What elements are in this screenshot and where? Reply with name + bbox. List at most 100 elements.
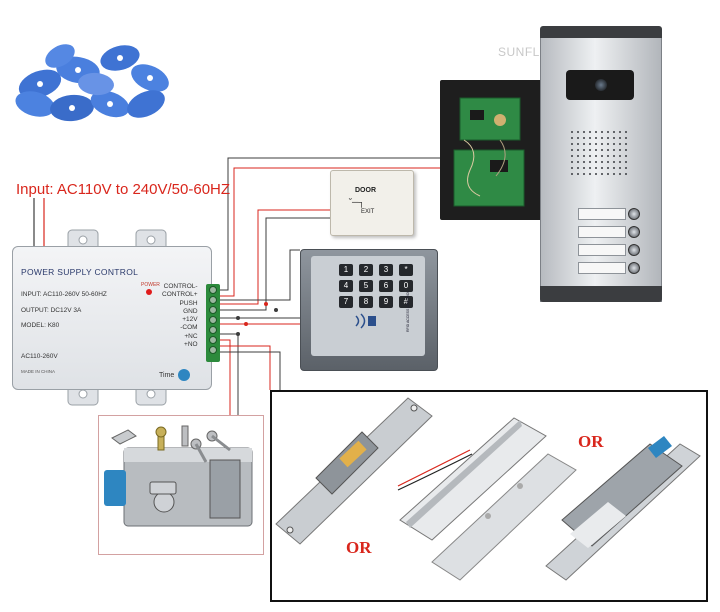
psu-model: MODEL: K80 <box>21 322 60 329</box>
or-label: OR <box>578 432 604 451</box>
key-button[interactable]: # <box>399 296 413 308</box>
key-button[interactable]: * <box>399 264 413 276</box>
speaker-dot <box>625 161 627 163</box>
speaker-dot <box>583 161 585 163</box>
call-button[interactable] <box>628 208 640 220</box>
key-button[interactable]: 7 <box>339 296 353 308</box>
rfid-wave-icon <box>355 313 376 329</box>
speaker-dot <box>613 149 615 151</box>
terminal-label: +NO <box>184 341 198 349</box>
speaker-dot <box>595 131 597 133</box>
name-tag <box>578 262 626 274</box>
exit-button-line2: EXIT <box>361 209 375 215</box>
speaker-dot <box>613 143 615 145</box>
speaker-dot <box>619 155 621 157</box>
speaker-dot <box>577 155 579 157</box>
key-button[interactable]: 4 <box>339 280 353 292</box>
speaker-dot <box>595 161 597 163</box>
key-button[interactable]: 2 <box>359 264 373 276</box>
call-button[interactable] <box>628 262 640 274</box>
terminal-screw <box>209 306 217 314</box>
speaker-grille <box>571 131 631 181</box>
keypad-face: 1 2 3 4 5 6 7 8 9 * 0 # <box>311 256 425 356</box>
speaker-dot <box>577 173 579 175</box>
knob-icon[interactable] <box>178 369 191 381</box>
psu-title: POWER SUPPLY CONTROL <box>21 267 139 277</box>
psu-output-spec: OUTPUT: DC12V 3A <box>21 307 82 314</box>
speaker-dot <box>589 161 591 163</box>
speaker-dot <box>571 173 573 175</box>
speaker-dot <box>601 155 603 157</box>
speaker-dot <box>577 137 579 139</box>
speaker-dot <box>601 137 603 139</box>
psu-made-in: MADE IN CHINA <box>21 369 56 374</box>
psu-time-label: Time <box>159 369 191 381</box>
psu-time-text: Time <box>159 371 175 379</box>
name-tag <box>578 244 626 256</box>
key-button[interactable]: 1 <box>339 264 353 276</box>
speaker-dot <box>613 173 615 175</box>
lock-options-illustration <box>275 397 701 581</box>
terminal-label: CONTROL- <box>163 283 198 290</box>
psu-power-label: POWER <box>141 282 160 288</box>
speaker-dot <box>577 149 579 151</box>
speaker-dot <box>595 143 597 145</box>
speaker-dot <box>607 161 609 163</box>
name-tag <box>578 208 626 220</box>
rfid-tags <box>6 30 186 140</box>
speaker-dot <box>571 149 573 151</box>
key-button[interactable]: 5 <box>359 280 373 292</box>
speaker-dot <box>577 131 579 133</box>
speaker-dot <box>601 161 603 163</box>
speaker-dot <box>589 149 591 151</box>
speaker-dot <box>571 131 573 133</box>
speaker-dot <box>613 137 615 139</box>
key-button[interactable]: 9 <box>379 296 393 308</box>
panel-bottom-cap <box>540 286 662 302</box>
door-exit-button[interactable]: DOOR ˘─┐ EXIT <box>330 170 414 236</box>
speaker-dot <box>607 137 609 139</box>
key-button[interactable]: 0 <box>399 280 413 292</box>
speaker-dot <box>577 167 579 169</box>
panel-top-cap <box>540 26 662 38</box>
key-button[interactable]: 8 <box>359 296 373 308</box>
speaker-dot <box>601 173 603 175</box>
terminal-label: CONTROL+ <box>162 291 198 299</box>
speaker-dot <box>595 167 597 169</box>
speaker-dot <box>577 143 579 145</box>
speaker-dot <box>589 167 591 169</box>
speaker-dot <box>601 149 603 151</box>
speaker-dot <box>619 131 621 133</box>
speaker-dot <box>595 173 597 175</box>
camera-icon <box>566 70 634 100</box>
speaker-dot <box>625 167 627 169</box>
speaker-dot <box>613 155 615 157</box>
speaker-dot <box>571 167 573 169</box>
speaker-dot <box>619 149 621 151</box>
rfid-tags-cluster <box>15 44 169 122</box>
speaker-dot <box>595 155 597 157</box>
speaker-dot <box>601 131 603 133</box>
speaker-dot <box>619 173 621 175</box>
speaker-dot <box>583 173 585 175</box>
speaker-dot <box>583 143 585 145</box>
speaker-dot <box>619 167 621 169</box>
speaker-dot <box>571 143 573 145</box>
terminal-screw <box>209 316 217 324</box>
speaker-dot <box>607 143 609 145</box>
key-button[interactable]: 3 <box>379 264 393 276</box>
speaker-dot <box>607 131 609 133</box>
speaker-dot <box>625 155 627 157</box>
rfid-keypad: 1 2 3 4 5 6 7 8 9 * 0 # <box>300 249 438 371</box>
speaker-dot <box>571 161 573 163</box>
terminal-screw <box>209 296 217 304</box>
speaker-dot <box>607 167 609 169</box>
call-button[interactable] <box>628 244 640 256</box>
call-button[interactable] <box>628 226 640 238</box>
psu-input-spec: INPUT: AC110-260V 50-60HZ <box>21 291 107 298</box>
power-supply-unit: POWER SUPPLY CONTROL INPUT: AC110-260V 5… <box>12 246 212 390</box>
speaker-dot <box>583 137 585 139</box>
key-button[interactable]: 6 <box>379 280 393 292</box>
terminal-label: -COM <box>180 324 198 332</box>
